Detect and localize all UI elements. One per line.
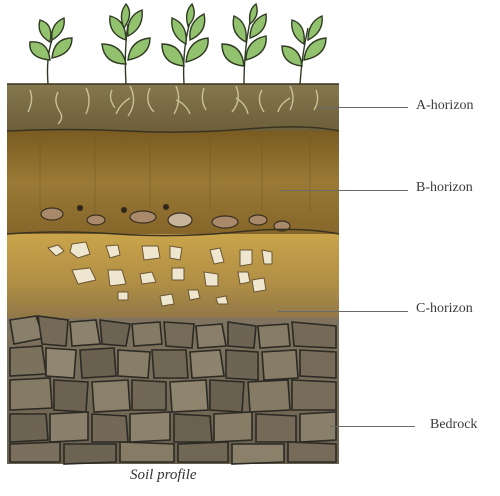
b-horizon-leader [280, 190, 408, 191]
c-horizon-leader [278, 311, 408, 312]
bedrock-label: Bedrock [430, 417, 477, 433]
a-horizon-leader [318, 107, 408, 108]
a-horizon-layer [7, 84, 339, 131]
c-horizon-label: C-horizon [416, 301, 473, 317]
bedrock-leader [330, 426, 415, 427]
a-horizon-label: A-horizon [416, 98, 474, 114]
plant-icon [30, 4, 326, 84]
b-horizon-label: B-horizon [416, 180, 473, 196]
figure-caption: Soil profile [130, 467, 197, 484]
